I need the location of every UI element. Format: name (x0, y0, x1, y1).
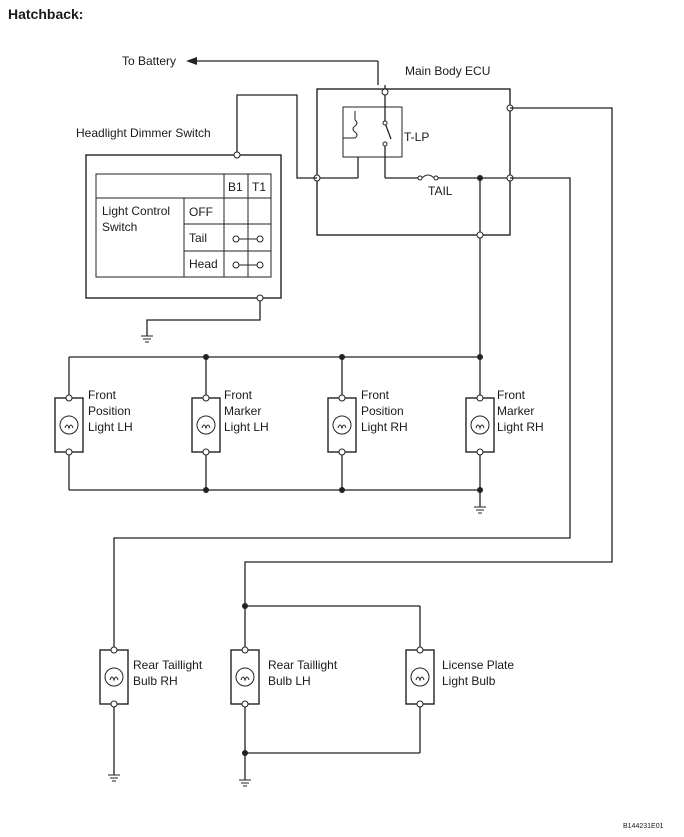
main-body-ecu: Main Body ECU T-LP TAIL (316, 64, 511, 236)
ground-icon (141, 335, 153, 343)
lamp-label-line: Bulb RH (133, 674, 178, 688)
col-t1: T1 (252, 180, 266, 194)
lamp-label-line: Marker (497, 404, 534, 418)
to-battery-label: To Battery (122, 54, 176, 68)
wire-ecu-to-rear-lh (244, 107, 613, 650)
wire-ecu-to-dimmer (236, 94, 317, 179)
position-head: Head (189, 257, 218, 271)
switch-contact-tail-icon (232, 235, 264, 243)
rear-taillight-bulb-rh: Rear Taillight Bulb RH (99, 646, 203, 708)
col-b1: B1 (228, 180, 243, 194)
lamp-label-line: Light Bulb (442, 674, 496, 688)
bulb-icon (196, 415, 216, 435)
bulb-icon (104, 667, 124, 687)
dimmer-label: Headlight Dimmer Switch (76, 126, 211, 140)
license-plate-light-bulb: License Plate Light Bulb (405, 646, 514, 708)
bulb-icon (410, 667, 430, 687)
lamp-label-line: Front (497, 388, 526, 402)
lamp-label-line: Rear Taillight (133, 658, 203, 672)
diagram-title: Hatchback: (8, 6, 83, 22)
battery-arrow-icon (186, 57, 378, 65)
ground-icon (239, 779, 251, 787)
wire-dimmer-ground (146, 301, 261, 336)
front-marker-light-rh: Front Marker Light RH (465, 388, 544, 456)
lamp-label-line: Front (88, 388, 117, 402)
lamp-label-line: Rear Taillight (268, 658, 338, 672)
lamp-label-line: Marker (224, 404, 261, 418)
front-lamp-circuit (68, 238, 483, 507)
bulb-icon (332, 415, 352, 435)
front-position-light-rh: Front Position Light RH (327, 388, 408, 456)
lamp-label-line: Position (361, 404, 404, 418)
rear-taillight-bulb-lh: Rear Taillight Bulb LH (230, 646, 338, 708)
front-marker-light-lh: Front Marker Light LH (191, 388, 269, 456)
rear-lamp-circuit (113, 603, 421, 780)
lamp-label-line: Position (88, 404, 131, 418)
position-tail: Tail (189, 231, 207, 245)
lamp-label-line: Light LH (88, 420, 133, 434)
bulb-icon (470, 415, 490, 435)
lamp-label-line: Light RH (497, 420, 544, 434)
fuse-icon (417, 174, 439, 181)
switch-contact-head-icon (232, 261, 264, 269)
front-position-light-lh: Front Position Light LH (54, 388, 133, 456)
fuse-label: TAIL (428, 184, 453, 198)
relay-icon (342, 103, 403, 178)
ground-icon (108, 774, 120, 782)
lamp-label-line: Front (361, 388, 390, 402)
relay-label: T-LP (404, 130, 429, 144)
switch-label-1: Light Control (102, 204, 170, 218)
ecu-terminal-front (476, 231, 484, 239)
bulb-icon (235, 667, 255, 687)
switch-label-2: Switch (102, 220, 137, 234)
wire-tail-to-rear-rh (113, 177, 571, 650)
lamp-label-line: License Plate (442, 658, 514, 672)
ecu-label: Main Body ECU (405, 64, 490, 78)
bulb-icon (59, 415, 79, 435)
lamp-label-line: Bulb LH (268, 674, 311, 688)
ground-icon (474, 506, 486, 514)
position-off: OFF (189, 205, 213, 219)
figure-code: B144231E01 (623, 823, 664, 830)
lamp-label-line: Front (224, 388, 253, 402)
lamp-label-line: Light LH (224, 420, 269, 434)
lamp-label-line: Light RH (361, 420, 408, 434)
headlight-dimmer-switch: Headlight Dimmer Switch B1 T1 Light Cont… (76, 126, 282, 302)
